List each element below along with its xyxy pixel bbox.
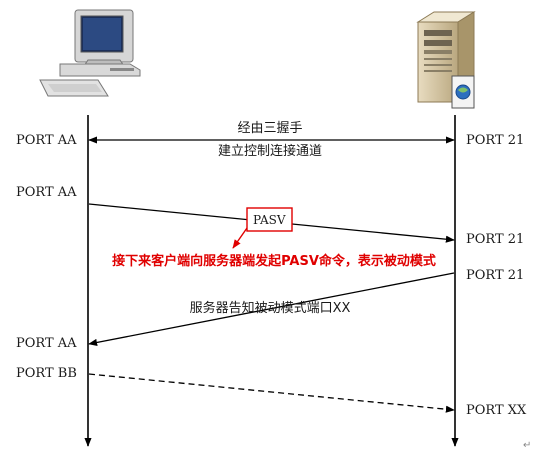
handshake-line-1: 经由三握手 bbox=[237, 121, 303, 136]
port-reply-arrow bbox=[88, 272, 455, 346]
client-port-label: PORT AA bbox=[16, 185, 77, 200]
client-port-label: PORT AA bbox=[16, 133, 77, 148]
annotation-pointer-arrow bbox=[232, 227, 248, 249]
pasv-command-label: PASV bbox=[253, 213, 286, 227]
pasv-annotation: 接下来客户端向服务器端发起PASV命令，表示被动模式 bbox=[112, 254, 436, 269]
client-port-label: PORT BB bbox=[16, 366, 77, 381]
data-connection-arrow bbox=[88, 373, 455, 413]
client-port-label: PORT AA bbox=[16, 336, 77, 351]
server-port-label: PORT 21 bbox=[466, 232, 525, 247]
server-port-label: PORT XX bbox=[466, 403, 527, 418]
pasv-highlight-box bbox=[246, 207, 293, 232]
paragraph-mark: ↵ bbox=[523, 440, 532, 451]
server-port-label: PORT 21 bbox=[466, 268, 525, 283]
desktop-computer-icon bbox=[39, 9, 141, 97]
server-tower-icon bbox=[416, 11, 476, 109]
server-port-label: PORT 21 bbox=[466, 133, 525, 148]
server-reply-label: 服务器告知被动模式端口XX bbox=[189, 301, 351, 316]
handshake-line-2: 建立控制连接通道 bbox=[217, 144, 322, 159]
